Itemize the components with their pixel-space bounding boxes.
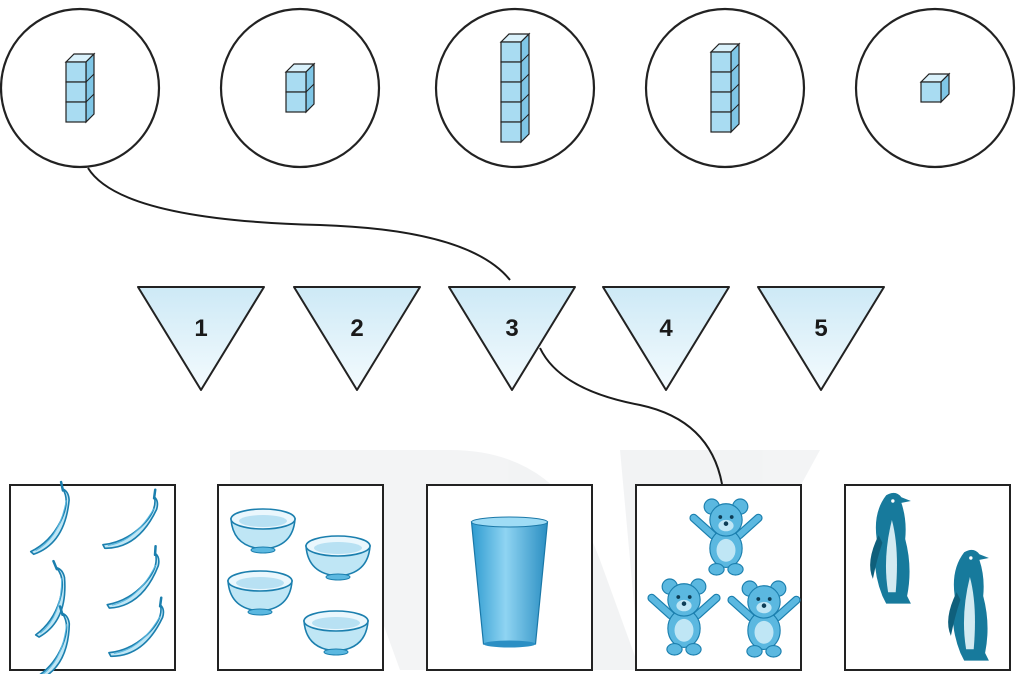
bowl-icon (303, 610, 369, 656)
cube-edge (730, 63, 740, 73)
bananas-card[interactable] (9, 480, 177, 674)
triangle-shape (293, 286, 421, 391)
triangle-number: 1 (194, 315, 207, 342)
cube (710, 51, 732, 73)
cube-stack (284, 62, 316, 114)
connection-line-stack3-to-3 (87, 167, 511, 281)
cube (710, 111, 732, 133)
cube (500, 101, 522, 123)
teddy-bear-icon (689, 498, 763, 576)
cube-edge (730, 103, 740, 113)
number-triangle-2[interactable]: 2 (293, 286, 421, 391)
cube-side-face (520, 32, 530, 144)
triangle-number: 2 (350, 315, 363, 342)
penguin-icon (870, 492, 911, 604)
cube (65, 61, 87, 83)
number-triangle-1[interactable]: 1 (137, 286, 265, 391)
cube-edge (85, 73, 95, 83)
bowls-card[interactable] (217, 484, 384, 671)
cube-side-face (85, 52, 95, 124)
cube-stack-circle[interactable] (434, 7, 596, 169)
cube-edge (85, 93, 95, 103)
triangle-shape (602, 286, 730, 391)
connection-line-3-to-bears (539, 347, 723, 485)
cube-edge (520, 93, 530, 103)
banana-icon (106, 544, 160, 609)
number-triangle-3[interactable]: 3 (448, 286, 576, 391)
cube-edge (305, 83, 315, 93)
banana-icon (108, 596, 165, 658)
cube (500, 81, 522, 103)
teddy-bear-icon (647, 578, 721, 656)
cube-stack (499, 32, 531, 144)
bowl-icon (227, 570, 293, 616)
penguins-card[interactable] (844, 484, 1011, 671)
number-triangle-row: 1 2 3 4 5 (137, 286, 885, 391)
triangle-shape (448, 286, 576, 391)
banana-icon (34, 559, 66, 638)
cube-edge (730, 83, 740, 93)
bowl-icon (230, 508, 296, 554)
cube-edge (520, 113, 530, 123)
banana-icon (29, 480, 70, 556)
number-triangle-5[interactable]: 5 (757, 286, 885, 391)
cube-stack (64, 52, 96, 124)
connection-lines (87, 167, 723, 485)
cube (65, 81, 87, 103)
cube-stack-circle[interactable] (644, 7, 806, 169)
banana-icon (102, 488, 159, 550)
cube-stack-circle[interactable] (0, 7, 161, 169)
triangle-shape (757, 286, 885, 391)
cube (710, 71, 732, 93)
penguin-icon (948, 549, 989, 661)
cube (500, 61, 522, 83)
cube (285, 71, 307, 93)
cube-stack (709, 42, 741, 134)
triangle-number: 3 (505, 315, 518, 342)
cube (285, 91, 307, 113)
cube-edge (520, 73, 530, 83)
cube (920, 81, 942, 103)
triangle-number: 4 (659, 315, 673, 342)
bowl-icon (305, 535, 371, 581)
teddy-bear-icon (727, 580, 801, 658)
picture-card-row (9, 480, 1011, 674)
cup-card[interactable] (426, 484, 593, 671)
cup-icon (470, 516, 549, 648)
cube-stack-circle[interactable] (219, 7, 381, 169)
number-triangle-4[interactable]: 4 (602, 286, 730, 391)
cube (500, 41, 522, 63)
teddy-bears-card[interactable] (635, 484, 802, 671)
cube (65, 101, 87, 123)
cube (710, 91, 732, 113)
cube-stack-row (0, 7, 1016, 169)
cube (500, 121, 522, 143)
cube-stack (919, 72, 951, 104)
cube-stack-circle[interactable] (854, 7, 1016, 169)
cube-edge (520, 53, 530, 63)
triangle-number: 5 (814, 315, 827, 342)
triangle-shape (137, 286, 265, 391)
banana-icon (33, 605, 71, 674)
